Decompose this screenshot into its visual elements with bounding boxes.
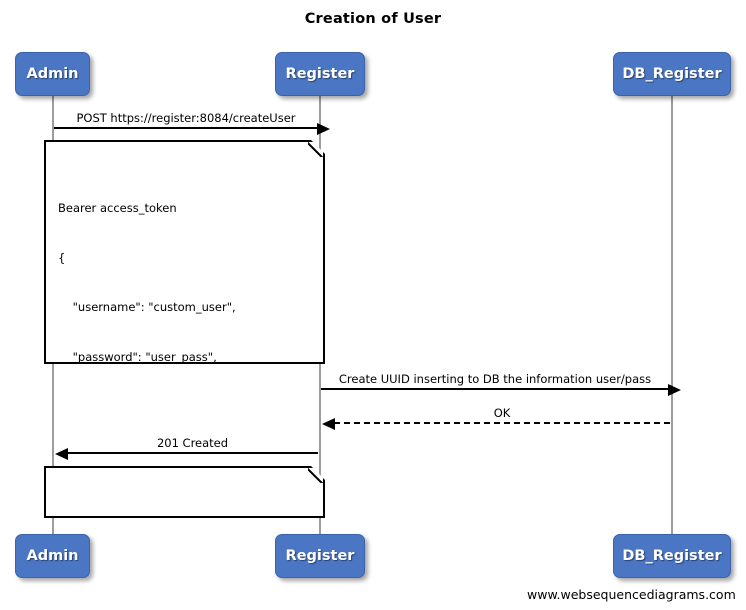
note-line: "password": "user_pass", [58,350,217,365]
message-201-created-label: 201 Created [156,436,229,450]
actor-register-top-label: Register [285,66,355,82]
actor-db-register-top-label: DB_Register [622,66,722,82]
message-post-create-user-label: POST https://register:8084/createUser [76,111,296,125]
actor-db-register-bottom[interactable]: DB_Register [613,534,731,578]
message-201-created[interactable]: 201 Created [55,432,318,460]
actor-register-bottom[interactable]: Register [275,534,365,578]
message-ok[interactable]: OK [322,402,670,430]
message-line [334,422,670,424]
message-create-uuid[interactable]: Create UUID inserting to DB the informat… [321,368,681,396]
message-post-create-user[interactable]: POST https://register:8084/createUser [54,107,330,135]
arrowhead-right-icon [317,123,330,135]
arrowhead-right-icon [668,384,681,396]
message-line [321,388,669,390]
arrowhead-left-icon [55,448,68,460]
page-title: Creation of User [304,11,442,27]
message-create-uuid-label: Create UUID inserting to DB the informat… [338,372,652,386]
actor-register-top[interactable]: Register [275,52,365,96]
note-line: "message": "User registered successfully… [58,576,308,591]
actor-admin-top-label: Admin [26,66,79,82]
note-response-body: "uuid": "{User_Uuid}", "message": "User … [44,466,325,518]
note-line: "username": "custom_user", [58,300,236,315]
actor-admin-bottom[interactable]: Admin [15,534,90,578]
actor-admin-bottom-label: Admin [26,548,79,564]
message-line [67,452,318,454]
message-ok-label: OK [493,406,511,420]
arrowhead-left-icon [322,418,335,430]
actor-admin-top[interactable]: Admin [15,52,90,96]
watermark: www.websequencediagrams.com [527,587,736,602]
note-line: { [58,250,66,265]
actor-db-register-top[interactable]: DB_Register [613,52,731,96]
lifeline-db-register [671,96,673,536]
note-line: "enterprise": "ETSI", [58,399,189,414]
note-request-body: Bearer access_token { "username": "custo… [44,140,325,364]
message-line [54,127,318,129]
note-line: Bearer access_token [58,200,177,215]
actor-register-bottom-label: Register [285,548,355,564]
note-line: [optional]"phone_number": "+123456789", [58,599,323,610]
actor-db-register-bottom-label: DB_Register [622,548,722,564]
